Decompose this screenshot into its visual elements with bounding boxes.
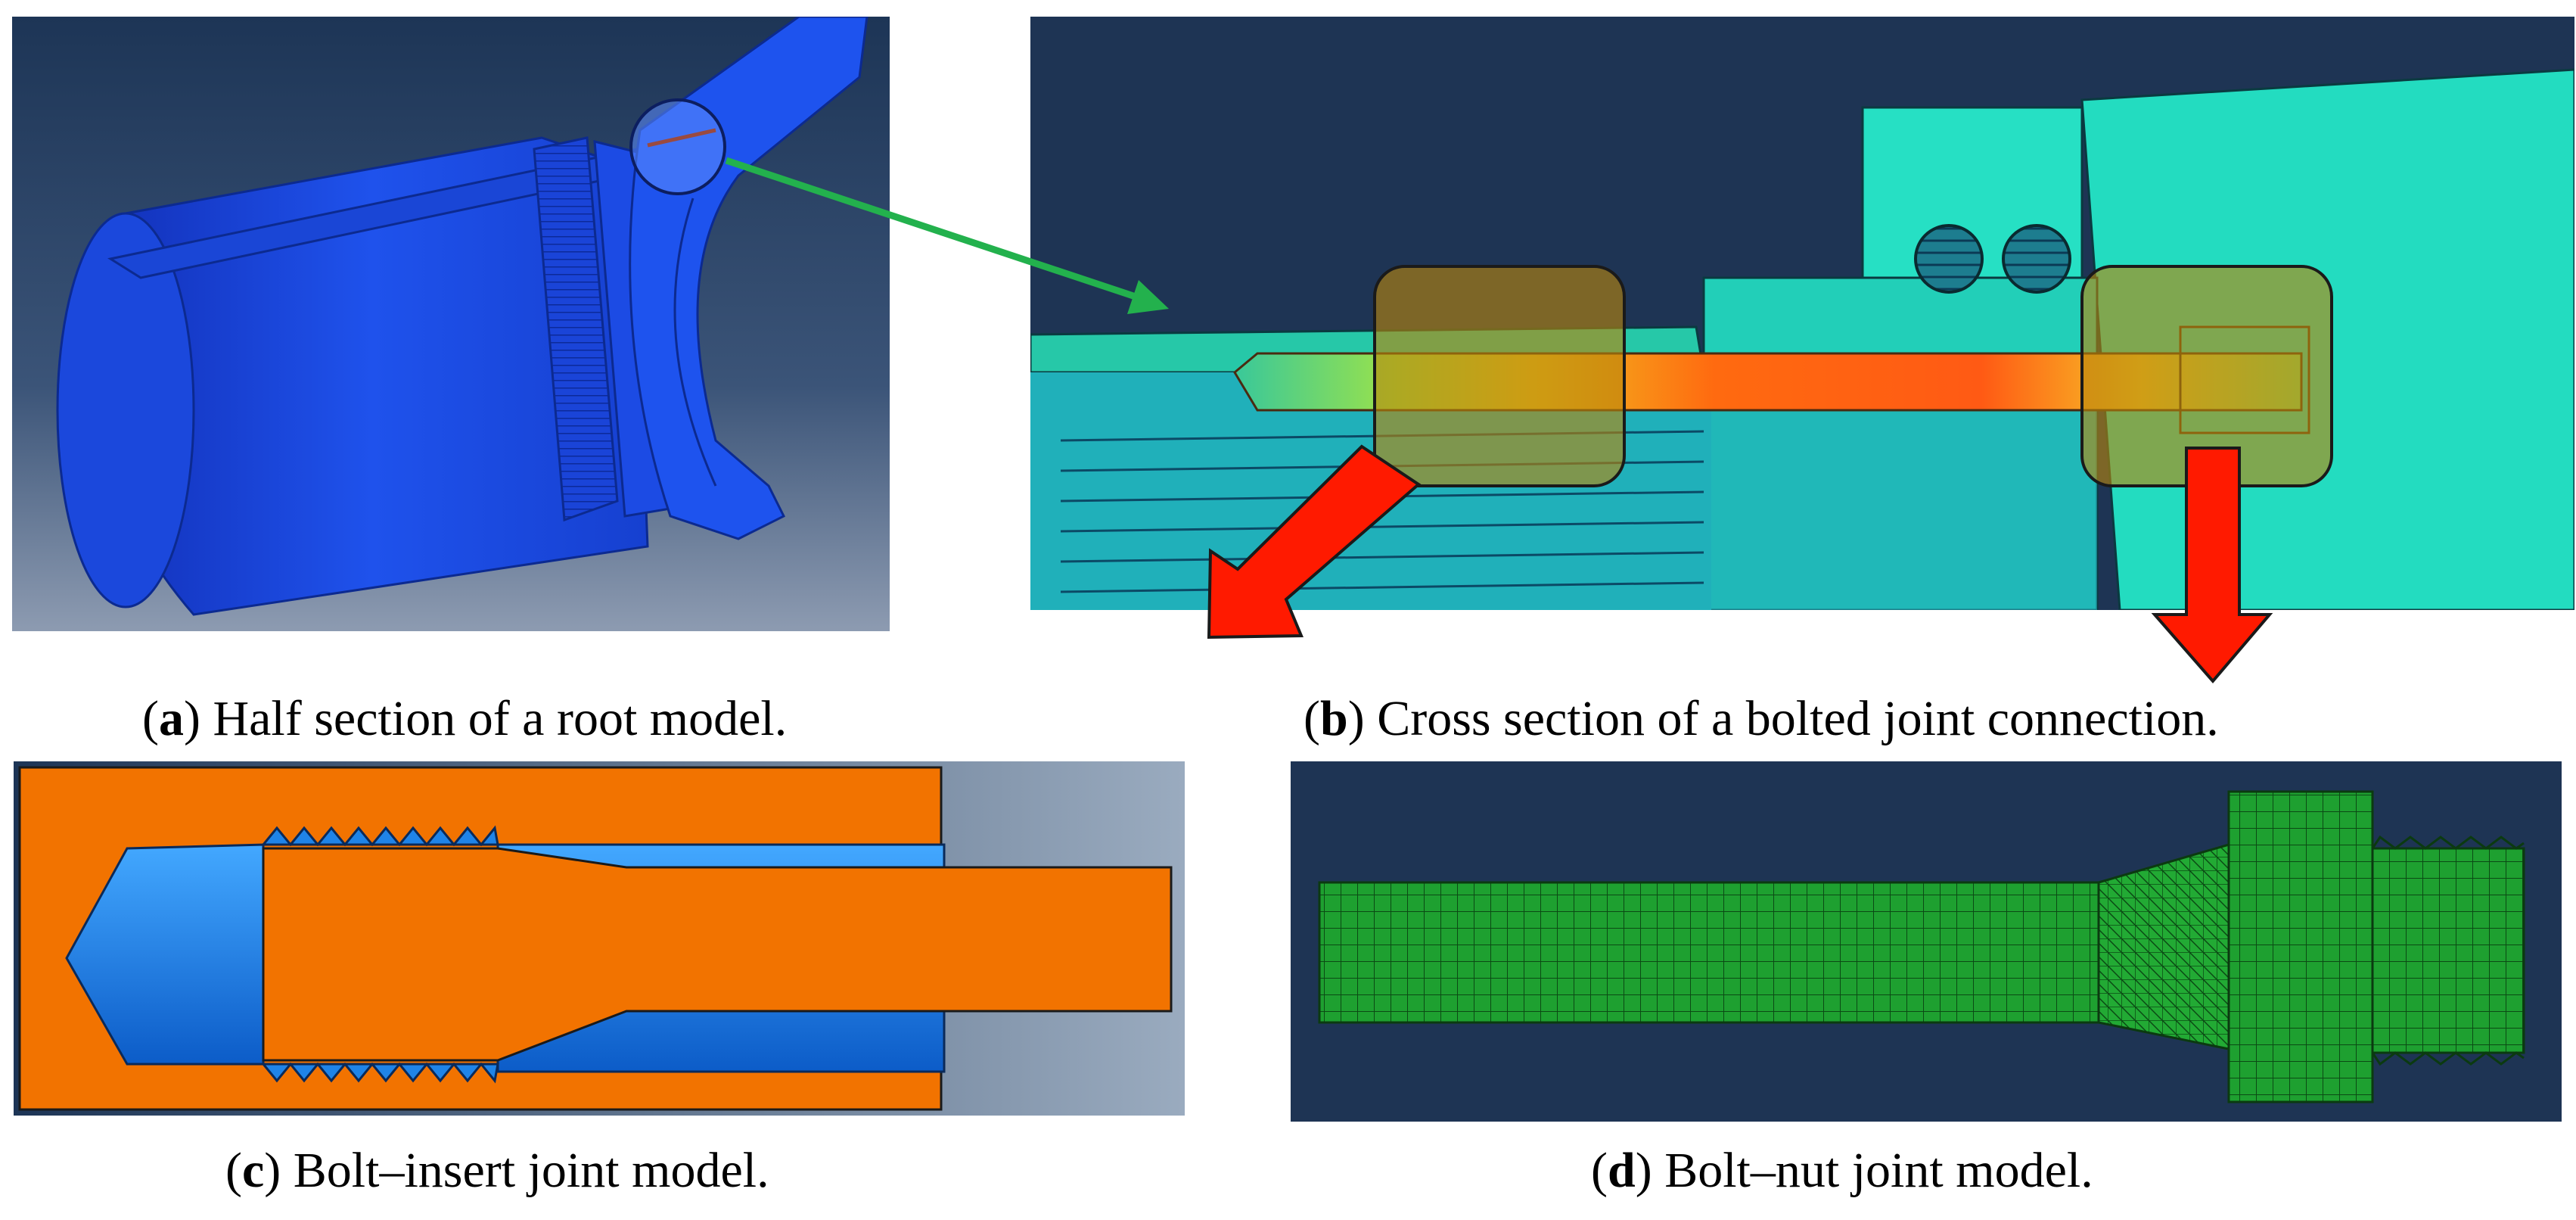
panel-b-bolted-joint-section: [1030, 17, 2574, 610]
caption-letter-a: a: [158, 691, 184, 746]
caption-letter-d: d: [1607, 1143, 1636, 1198]
panel-c-bolt-insert-model: [14, 761, 1185, 1116]
caption-text-a: Half section of a root model.: [200, 691, 788, 746]
caption-panel-a: (a) Half section of a root model.: [142, 691, 788, 746]
caption-panel-d: (d) Bolt–nut joint model.: [1591, 1143, 2093, 1198]
caption-panel-b: (b) Cross section of a bolted joint conn…: [1304, 691, 2219, 746]
caption-text-b: Cross section of a bolted joint connecti…: [1364, 691, 2219, 746]
caption-letter-c: c: [241, 1143, 265, 1198]
panel-a-root-model: [12, 17, 890, 631]
panel-d-bolt-nut-model: [1291, 761, 2562, 1122]
caption-letter-b: b: [1319, 691, 1348, 746]
caption-text-c: Bolt–insert joint model.: [281, 1143, 769, 1198]
caption-text-d: Bolt–nut joint model.: [1652, 1143, 2093, 1198]
caption-panel-c: (c) Bolt–insert joint model.: [225, 1143, 769, 1198]
